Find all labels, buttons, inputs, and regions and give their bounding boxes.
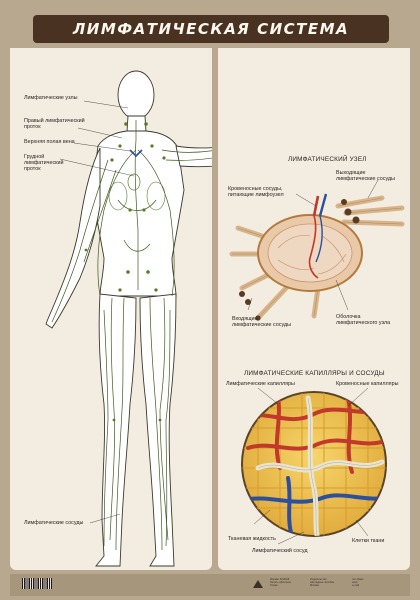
footer-print-info: Формат 60x84/8 Печать офсетная Тираж [270,578,291,587]
barcode [22,578,52,589]
label-thoracic-duct: Грудной лимфатический проток [24,154,64,173]
head [117,70,155,120]
right-panel: ЛИМФАТИЧЕСКИЙ УЗЕЛ Кровеносные сосуды, п… [218,48,410,570]
lymph-node-illustration [229,179,405,321]
right-leg [139,293,177,567]
label-afferent-vessels: Входящие лимфатические сосуды [232,316,292,329]
label-lymph-vessel: Лимфатический сосуд [252,548,308,554]
label-lymph-nodes: Лимфатические узлы [24,95,78,101]
capillaries-illustration [241,387,387,545]
label-lymph-capillaries: Лимфатические капилляры [226,381,295,387]
label-tissue-fluid: Тканевая жидкость [228,536,276,542]
right-arm [175,145,212,168]
label-blood-vessels: Кровеносные сосуды, питающие лимфоузел [228,186,284,199]
capillary-section-heading: ЛИМФАТИЧЕСКИЕ КАПИЛЛЯРЫ И СОСУДЫ [244,370,385,377]
label-lymph-vessels: Лимфатические сосуды [24,520,84,526]
label-efferent-vessels: Выходящие лимфатические сосуды [336,170,396,183]
neck [126,115,147,133]
left-leader-lines [59,100,135,524]
footer-publisher: Издательство Наглядные пособия Москва [310,578,335,587]
label-tissue-cells: Клетки ткани [352,538,385,544]
left-panel: Лимфатические узлы Правый лимфатический … [10,48,212,570]
label-blood-capillaries: Кровеносные капилляры [336,381,399,387]
vena-cava [129,149,143,158]
body-figure [45,60,212,567]
node-section-heading: ЛИМФАТИЧЕСКИЙ УЗЕЛ [288,156,367,163]
label-superior-vena-cava: Верхняя полая вена [24,139,75,145]
footer-contacts: тел./факс www e-mail [352,578,364,587]
title-bar: ЛИМФАТИЧЕСКАЯ СИСТЕМА [33,15,389,43]
lymph-node-dots [84,122,166,422]
publisher-logo-icon [253,580,263,588]
label-node-capsule: Оболочка лимфатического узла [336,314,391,327]
left-leg [95,293,137,567]
page-title: ЛИМФАТИЧЕСКАЯ СИСТЕМА [72,20,350,38]
raised-arm [150,60,212,88]
detail-illustrations [229,179,405,545]
footer-bar [10,574,410,596]
left-arm [45,147,101,329]
lymph-trunk [134,120,139,290]
label-right-lymph-duct: Правый лимфатический проток [24,118,85,131]
